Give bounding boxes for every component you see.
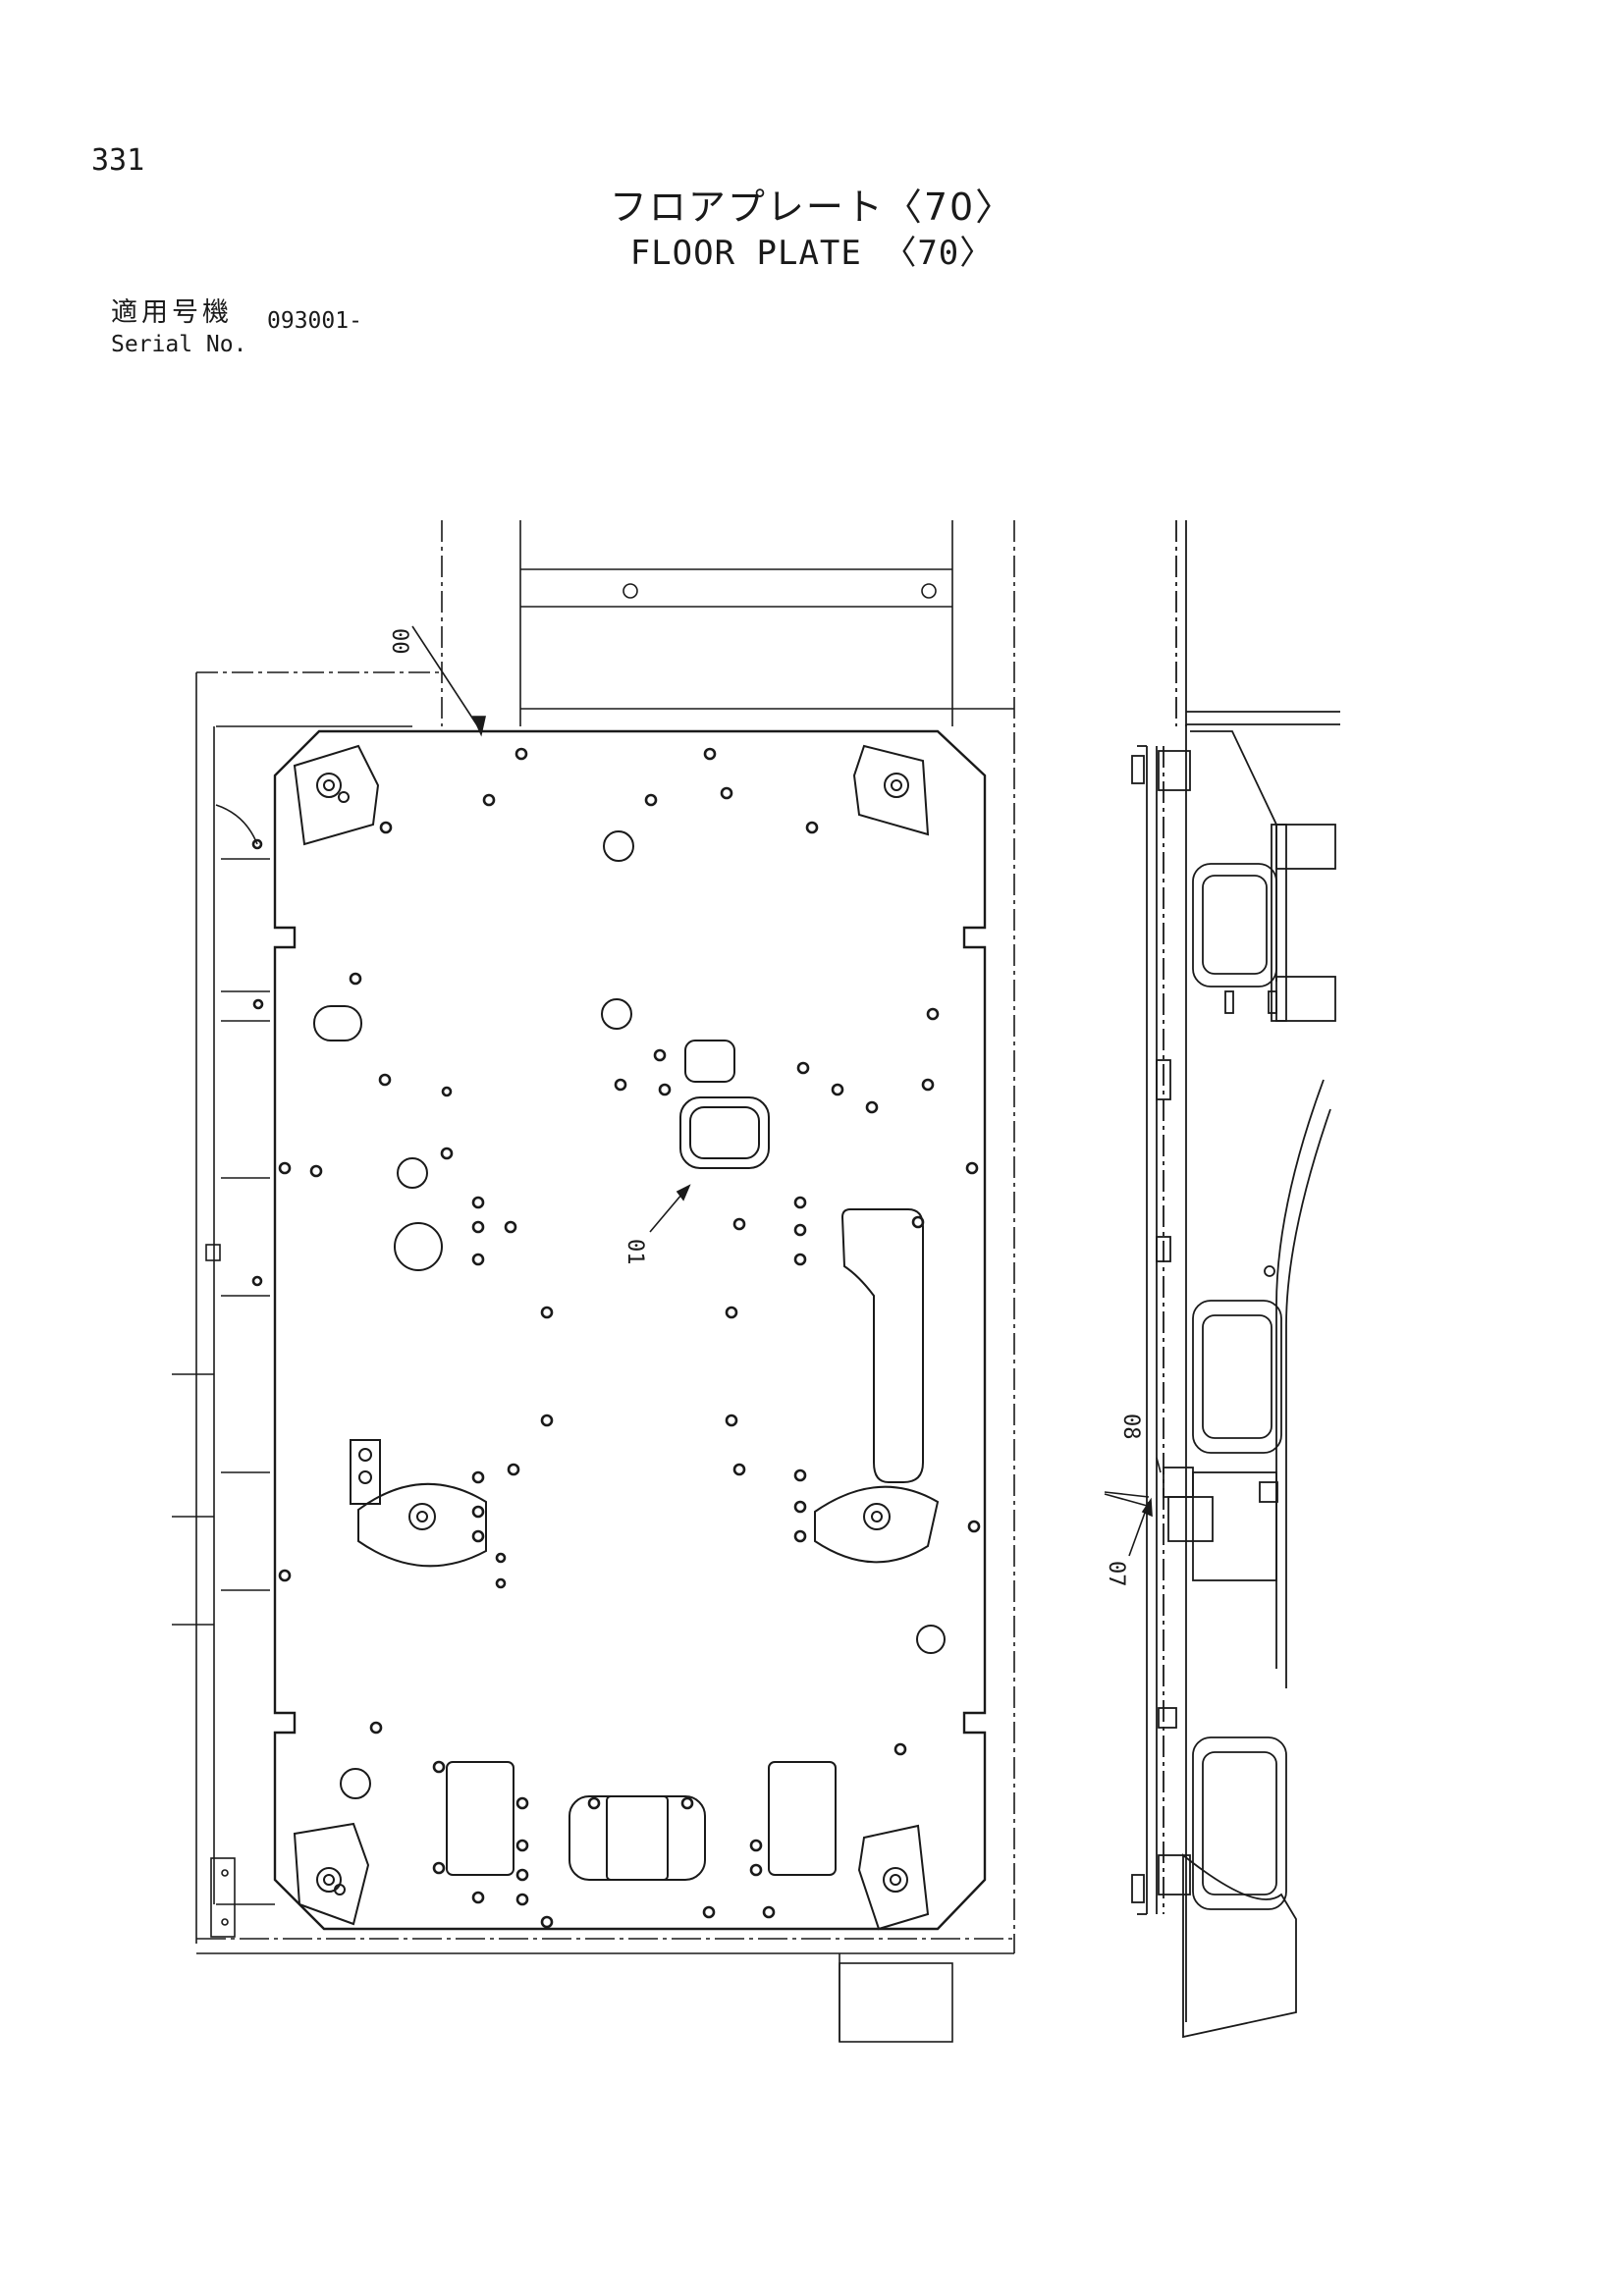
callout-08: 08 [1118,1414,1143,1440]
floor-plate-outline [273,729,987,1931]
frame-structure [172,520,1015,2043]
title-japanese: フロアプレート〈70〉 [609,186,1015,229]
page-number: 331 [91,143,145,178]
serial-label-japanese: 適用号機 [111,297,233,328]
callout-00: 00 [387,628,411,655]
corner-mounts [293,744,940,1931]
serial-label-english: Serial No. [111,332,247,357]
callout-07: 07 [1104,1561,1128,1587]
callout-01: 01 [623,1239,647,1265]
plate-openings [313,830,946,1881]
title-english: FLOOR PLATE 〈70〉 [629,234,995,273]
callout-leaders [411,625,1162,1557]
bolt-holes [251,747,981,1929]
serial-value: 093001- [267,308,362,334]
side-view [1131,520,1340,2039]
